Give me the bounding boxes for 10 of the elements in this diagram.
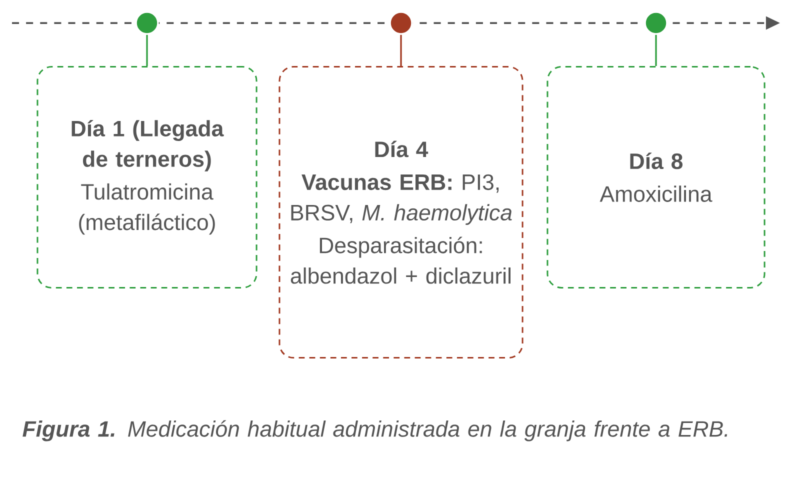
timeline-dot xyxy=(644,11,668,35)
connector-line xyxy=(400,34,402,66)
timeline-dot xyxy=(389,11,413,35)
day-box: Día 4 Vacunas ERB: PI3, BRSV, M. haemolytica Desparasitación: albendazol + diclazuril xyxy=(278,66,524,359)
caption: Figura 1. Medicación habitual administrada en la granja frente a ERB. xyxy=(22,420,728,442)
day-box: Día 8 Amoxicilina xyxy=(546,66,766,289)
connector-line xyxy=(146,34,148,66)
timeline-dot xyxy=(135,11,159,35)
connector-line xyxy=(655,34,657,66)
day-box: Día 1 (Llegada de terneros) Tulatromicina (metafiláctico) xyxy=(36,66,258,289)
